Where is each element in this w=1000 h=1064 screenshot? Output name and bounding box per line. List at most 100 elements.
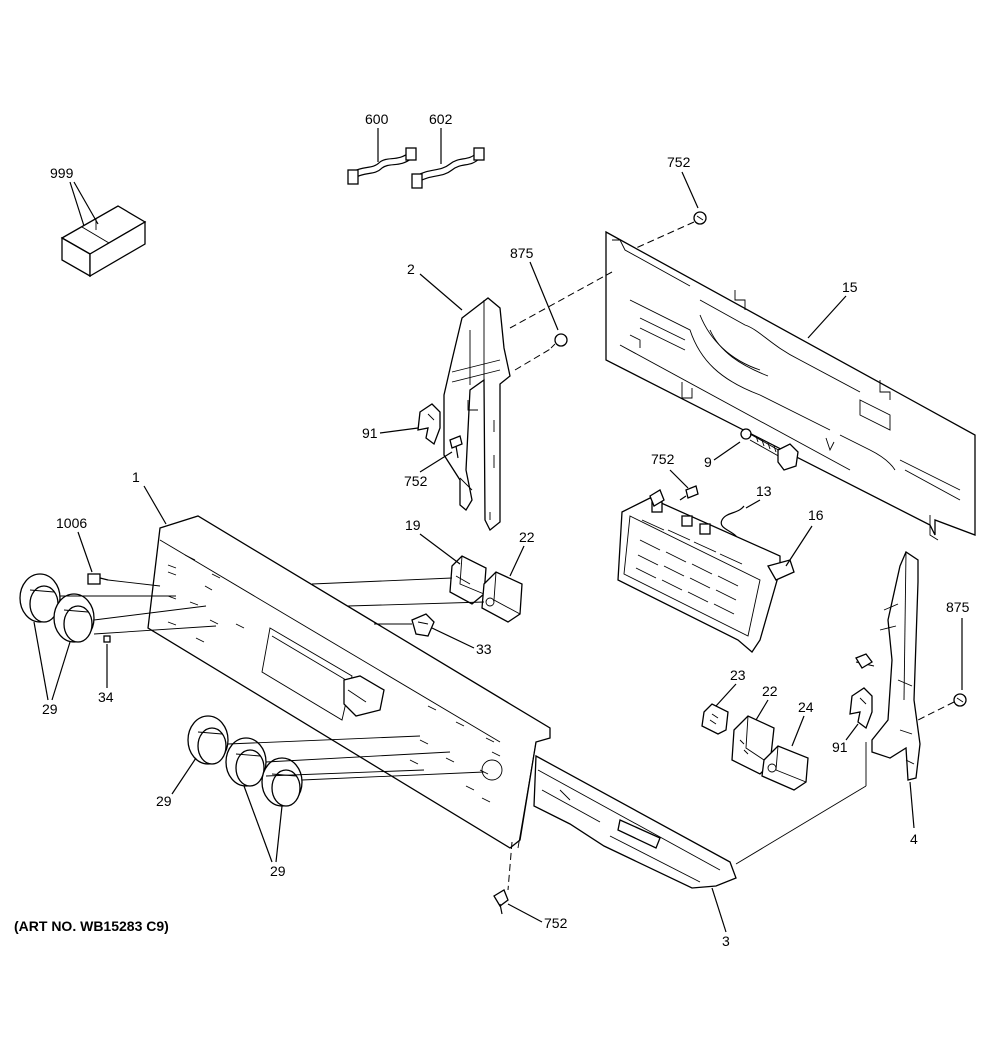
callout-13: 13 [745, 483, 772, 509]
svg-text:19: 19 [405, 517, 421, 533]
svg-text:91: 91 [362, 425, 378, 441]
part-29-knob-bottom-c [261, 757, 303, 807]
art-number-caption: (ART NO. WB15283 C9) [14, 918, 169, 934]
assembly-line [265, 769, 425, 777]
part-752-screw-middle-left [449, 435, 463, 459]
svg-text:9: 9 [704, 454, 712, 470]
part-22-switch-lower [731, 715, 775, 775]
part-2-side-bracket [443, 297, 511, 532]
part-9-rod [740, 428, 799, 471]
assembly-line [265, 751, 451, 763]
part-16-control-board [617, 489, 795, 653]
callout-875-lower: 875 [946, 599, 970, 690]
part-19-switch [449, 555, 487, 605]
svg-text:1006: 1006 [56, 515, 87, 531]
callout-16: 16 [785, 507, 824, 567]
callout-752-top: 752 [667, 154, 699, 209]
part-602-wire-harness [411, 147, 485, 189]
assembly-line [509, 271, 613, 329]
part-1006-screw [87, 573, 109, 585]
svg-text:752: 752 [651, 451, 675, 467]
part-29-knob-bottom-b [225, 737, 267, 787]
svg-text:22: 22 [762, 683, 778, 699]
callout-91-lower: 91 [832, 723, 859, 755]
part-15-back-panel [605, 230, 976, 541]
callout-19: 19 [405, 517, 461, 565]
part-600-wire-harness [347, 147, 417, 185]
callout-91-upper: 91 [362, 425, 419, 441]
assembly-line [107, 579, 161, 587]
svg-text:2: 2 [407, 261, 415, 277]
assembly-line [514, 347, 553, 371]
svg-text:16: 16 [808, 507, 824, 523]
svg-text:29: 29 [156, 793, 172, 809]
callout-1006: 1006 [56, 515, 93, 573]
svg-text:4: 4 [910, 831, 918, 847]
part-91-clip-upper [417, 403, 441, 446]
part-29-knob-left-b [53, 593, 95, 643]
svg-text:602: 602 [429, 111, 453, 127]
svg-text:29: 29 [270, 863, 286, 879]
svg-text:33: 33 [476, 641, 492, 657]
callout-602: 602 [429, 111, 453, 164]
callout-22-lower: 22 [755, 683, 778, 721]
callout-752-middle-left: 752 [404, 451, 453, 489]
callout-875-upper: 875 [510, 245, 559, 331]
svg-text:600: 600 [365, 111, 389, 127]
callout-752-right: 752 [651, 451, 689, 489]
callout-33: 33 [431, 627, 492, 657]
callout-9: 9 [704, 441, 741, 470]
svg-text:875: 875 [510, 245, 534, 261]
part-33-lens [411, 613, 435, 637]
part-3-trim [533, 754, 737, 889]
part-29-knob-bottom-a [187, 715, 229, 765]
svg-text:23: 23 [730, 667, 746, 683]
assembly-line [635, 221, 695, 249]
callout-29-left: 29 [33, 621, 71, 717]
part-22-switch-upper [481, 571, 523, 623]
assembly-line [507, 841, 513, 891]
svg-text:34: 34 [98, 689, 114, 705]
svg-text:752: 752 [544, 915, 568, 931]
svg-text:752: 752 [404, 473, 428, 489]
part-23-switch [701, 703, 729, 735]
callout-4: 4 [909, 781, 918, 847]
assembly-line [93, 605, 207, 621]
assembly-line [301, 771, 485, 781]
callout-2: 2 [407, 261, 463, 311]
callout-752-bottom: 752 [507, 903, 568, 931]
part-752-screw-top [693, 211, 707, 225]
callout-29-bottom-single: 29 [156, 757, 197, 809]
callout-3: 3 [711, 887, 730, 949]
svg-text:875: 875 [946, 599, 970, 615]
part-875-bolt-upper [550, 333, 568, 349]
callout-29-bottom-pair: 29 [243, 785, 286, 879]
part-24-switch [761, 745, 809, 791]
svg-text:13: 13 [756, 483, 772, 499]
callout-24: 24 [791, 699, 814, 747]
part-29-knob-left-a [19, 573, 61, 623]
part-999-box [60, 205, 147, 278]
assembly-line [735, 785, 867, 865]
svg-text:752: 752 [667, 154, 691, 170]
part-34-pin [103, 635, 111, 643]
part-91-clip-lower [849, 687, 873, 730]
callout-1: 1 [132, 469, 167, 525]
assembly-line [311, 577, 453, 585]
part-4-tab [855, 653, 873, 669]
callout-22-upper: 22 [509, 529, 535, 577]
svg-text:29: 29 [42, 701, 58, 717]
svg-text:3: 3 [722, 933, 730, 949]
svg-text:1: 1 [132, 469, 140, 485]
assembly-line [227, 735, 421, 745]
assembly-line [917, 701, 955, 721]
callout-23: 23 [715, 667, 746, 707]
svg-text:999: 999 [50, 165, 74, 181]
part-752-screw-bottom [493, 889, 509, 915]
part-1-control-panel [147, 515, 551, 849]
svg-text:91: 91 [832, 739, 848, 755]
callout-600: 600 [365, 111, 389, 162]
assembly-line [347, 601, 485, 607]
svg-text:22: 22 [519, 529, 535, 545]
